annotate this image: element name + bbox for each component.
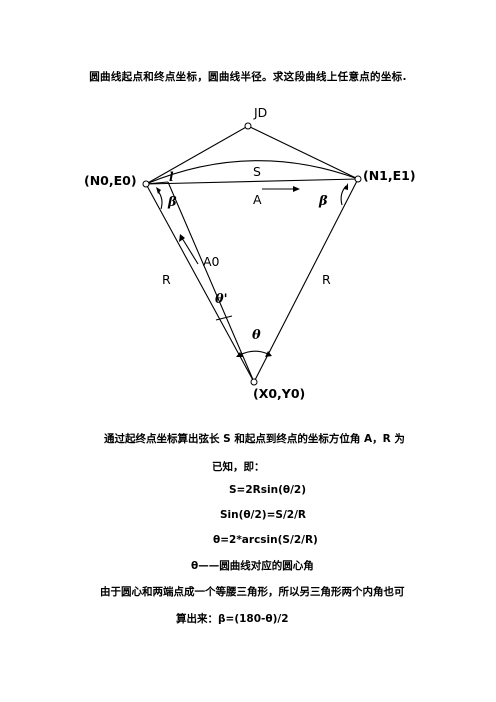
beta-arrowhead-right [344, 183, 348, 190]
start-point-label: (N0,E0) [84, 173, 137, 188]
center-point-marker [250, 378, 258, 386]
page-title: 圆曲线起点和终点坐标，圆曲线半径。求这段曲线上任意点的坐标. [89, 71, 407, 83]
radius-label-left: R [162, 272, 171, 287]
theta-prime-label: θ' [215, 292, 228, 307]
azimuth-arrowhead [293, 186, 300, 192]
a0-arrow [181, 237, 199, 265]
chord-label: S [253, 164, 261, 179]
a0-arrowhead [179, 234, 185, 242]
jd-label: JD [254, 105, 268, 120]
tangent-line-left [145, 125, 249, 185]
end-point-marker [354, 175, 362, 183]
chord-line [145, 178, 359, 185]
body-line-1: 通过起终点坐标算出弦长 S 和起点到终点的坐标方位角 A，R 为 [104, 433, 405, 445]
theta-arrowhead-left [236, 352, 243, 357]
theta-arrowhead-right [265, 351, 272, 357]
theta-prime-tick [215, 315, 233, 321]
circular-arc [145, 160, 359, 185]
body-line-2: 已知，即： [212, 461, 265, 473]
tangent-line-right [247, 125, 359, 180]
theta-label: θ [252, 328, 261, 343]
theta-arc [239, 350, 269, 356]
a0-label: A0 [203, 254, 220, 269]
a0-line [167, 181, 255, 383]
center-point-label: (X0,Y0) [253, 386, 306, 401]
arc-point-label: l [169, 170, 174, 184]
radius-label-right: R [322, 272, 331, 287]
body-line-3: 由于圆心和两端点成一个等腰三角形，所以另三角形两个内角也可 [100, 586, 405, 598]
equation-4: θ——圆曲线对应的圆心角 [191, 560, 314, 572]
beta-arc-right [340, 185, 347, 206]
equation-1: S=2Rsin(θ/2) [229, 484, 307, 496]
beta-arrowhead-left [156, 187, 161, 194]
azimuth-label: A [253, 192, 262, 207]
beta-label-right: β [319, 194, 328, 209]
beta-label-left: β [168, 195, 177, 210]
equation-2: Sin(θ/2)=S/2/R [220, 509, 307, 521]
start-point-marker [142, 180, 150, 188]
chord-to-point-line [145, 181, 169, 185]
body-line-4: 算出来：β=(180-θ)/2 [176, 613, 289, 625]
radius-line-left [145, 183, 255, 383]
end-point-label: (N1,E1) [363, 168, 416, 183]
equation-3: θ=2*arcsin(S/2/R) [213, 534, 318, 546]
jd-point [244, 122, 252, 130]
radius-line-right [253, 178, 359, 383]
